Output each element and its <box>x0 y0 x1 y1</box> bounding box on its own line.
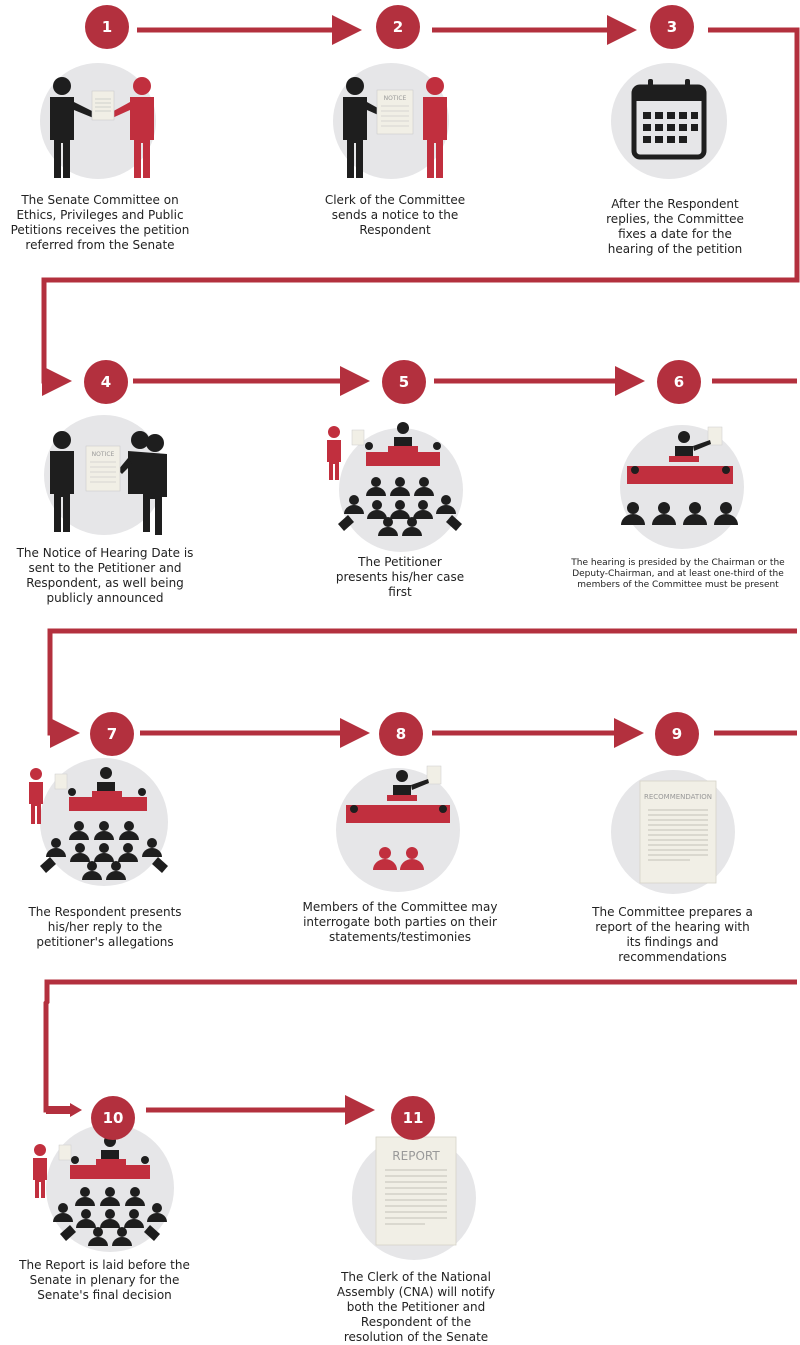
connector-3-4 <box>41 27 800 396</box>
calendar-icon <box>611 63 727 179</box>
step-6-caption: The hearing is presided by the Chairman … <box>571 558 785 590</box>
step-8-caption: Members of the Committee may interrogate… <box>302 900 498 944</box>
interrogation-icon <box>336 765 460 892</box>
svg-text:RECOMMENDATION: RECOMMENDATION <box>644 793 712 801</box>
connector-9-10b <box>43 979 797 1113</box>
step-7-badge: 7 <box>90 712 134 756</box>
step-5-caption: The Petitioner presents his/her case fir… <box>335 555 465 599</box>
svg-text:NOTICE: NOTICE <box>384 95 407 102</box>
notice-handover-icon: NOTICE <box>333 63 449 179</box>
recommendation-document-icon: RECOMMENDATION <box>611 770 735 894</box>
step-9-caption: The Committee prepares a report of the h… <box>592 905 753 964</box>
svg-text:NOTICE: NOTICE <box>92 451 115 458</box>
step-5-badge: 5 <box>382 360 426 404</box>
handshake-icon <box>40 63 156 179</box>
step-10-caption: The Report is laid before the Senate in … <box>19 1258 190 1302</box>
step-2-caption: Clerk of the Committee sends a notice to… <box>324 193 466 237</box>
hearing-respondent-icon <box>29 758 168 886</box>
step-8-badge: 8 <box>379 712 423 756</box>
hearing-petitioner-icon <box>327 422 463 552</box>
report-document-icon: REPORT <box>352 1136 476 1260</box>
plenary-icon <box>33 1124 174 1252</box>
step-6-badge: 6 <box>657 360 701 404</box>
step-10-badge: 10 <box>91 1096 135 1140</box>
step-3-badge: 3 <box>650 5 694 49</box>
step-11-badge: 11 <box>391 1096 435 1140</box>
step-4-caption: The Notice of Hearing Date is sent to th… <box>16 546 194 605</box>
notice-group-icon: NOTICE <box>44 415 167 535</box>
step-1-badge: 1 <box>85 5 129 49</box>
step-1-caption: The Senate Committee on Ethics, Privileg… <box>10 193 190 252</box>
connector-6-7b <box>47 628 797 748</box>
step-7-caption: The Respondent presents his/her reply to… <box>28 905 182 949</box>
step-2-badge: 2 <box>376 5 420 49</box>
presiding-panel-icon <box>620 425 744 549</box>
svg-text:REPORT: REPORT <box>392 1149 440 1163</box>
step-11-caption: The Clerk of the National Assembly (CNA)… <box>336 1270 496 1344</box>
step-3-caption: After the Respondent replies, the Commit… <box>606 197 744 256</box>
step-9-badge: 9 <box>655 712 699 756</box>
step-4-badge: 4 <box>84 360 128 404</box>
